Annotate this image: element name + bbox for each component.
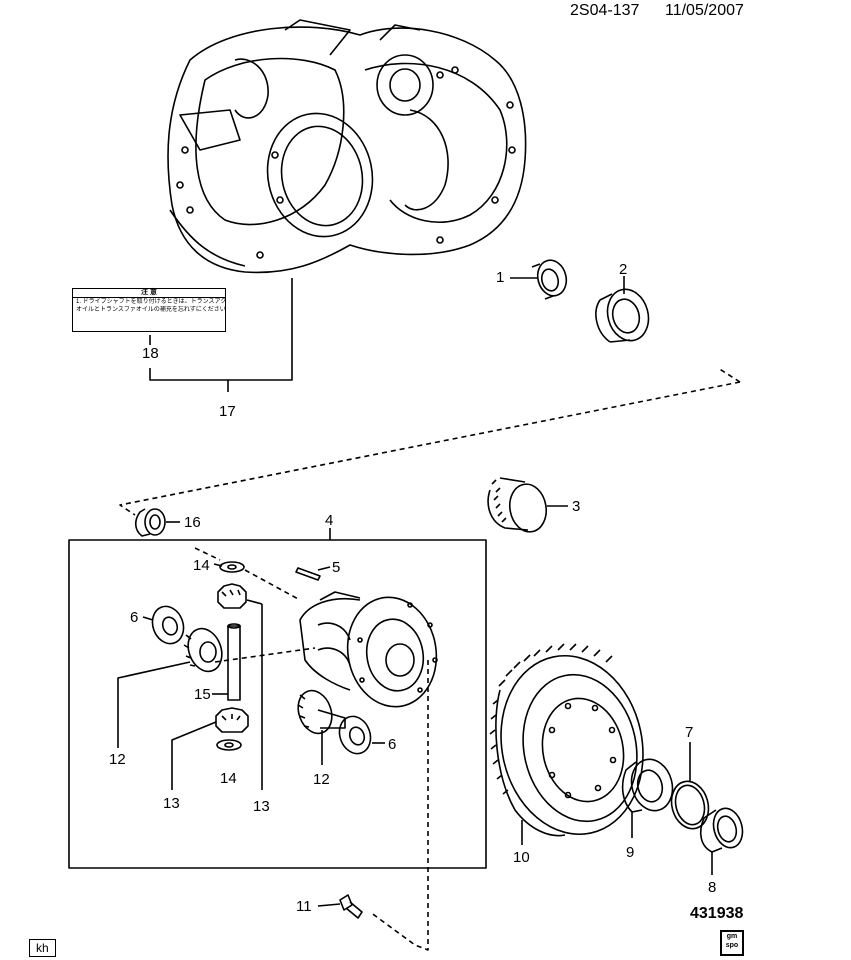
callout-18: 18 [142, 345, 159, 362]
callout-1: 1 [496, 269, 505, 286]
side-gear-left-drawing [117, 627, 223, 748]
callout-3: 3 [572, 498, 581, 515]
author-tag: kh [29, 939, 56, 957]
differential-assembly-box [68, 539, 487, 869]
callout-6-left: 6 [130, 609, 139, 626]
callout-6-right: 6 [388, 736, 397, 753]
diagram-code: 2S04-137 [570, 2, 640, 19]
bolt-drawing [317, 894, 363, 919]
transaxle-case-drawing [167, 19, 527, 274]
callout-7: 7 [685, 724, 694, 741]
callout-10: 10 [513, 849, 530, 866]
callout-13-right: 13 [253, 798, 270, 815]
pinion-gear-top-drawing [217, 583, 263, 790]
callout-5: 5 [332, 559, 341, 576]
carrier-bearing-drawing [621, 758, 674, 838]
callout-8: 8 [708, 879, 717, 896]
warning-label-line-2: オイルとトランスファオイルの補充を忘れずにください。 [76, 307, 225, 313]
callout-15: 15 [194, 686, 211, 703]
warning-label: 注 意 1. ドライブシャフトを取り付けるときは、トランスアクスル オイルとトラ… [72, 288, 226, 332]
diagram-date: 11/05/2007 [665, 2, 744, 19]
gm-spo-logo: gm spo [720, 930, 744, 956]
pinion-gear-bottom-drawing [171, 707, 249, 790]
side-bearing-drawing [134, 508, 180, 537]
warning-label-heading: 注 意 [73, 289, 225, 298]
callout-14-bottom: 14 [220, 770, 237, 787]
bearing-race-drawing [595, 276, 650, 343]
callout-13-left: 13 [163, 795, 180, 812]
logo-bottom-text: spo [725, 942, 739, 949]
drive-gear-drawing [487, 477, 568, 533]
pinion-shaft-drawing [212, 623, 241, 701]
reference-number: 431938 [690, 905, 744, 922]
callout-14-top: 14 [193, 557, 210, 574]
ring-gear-drawing [489, 643, 644, 845]
oil-seal-drawing [510, 259, 568, 300]
callout-17: 17 [219, 403, 236, 420]
callout-9: 9 [626, 844, 635, 861]
warning-label-line-1: 1. ドライブシャフトを取り付けるときは、トランスアクスル [76, 299, 225, 305]
callout-2: 2 [619, 261, 628, 278]
logo-top-text: gm [726, 933, 738, 940]
side-gear-right-drawing [297, 689, 346, 765]
callout-12-right: 12 [313, 771, 330, 788]
callout-4: 4 [325, 512, 334, 529]
callout-16: 16 [184, 514, 201, 531]
callout-11: 11 [296, 898, 312, 915]
callout-12-left: 12 [109, 751, 126, 768]
differential-case-drawing [299, 591, 438, 708]
outer-race-drawing [699, 807, 744, 875]
